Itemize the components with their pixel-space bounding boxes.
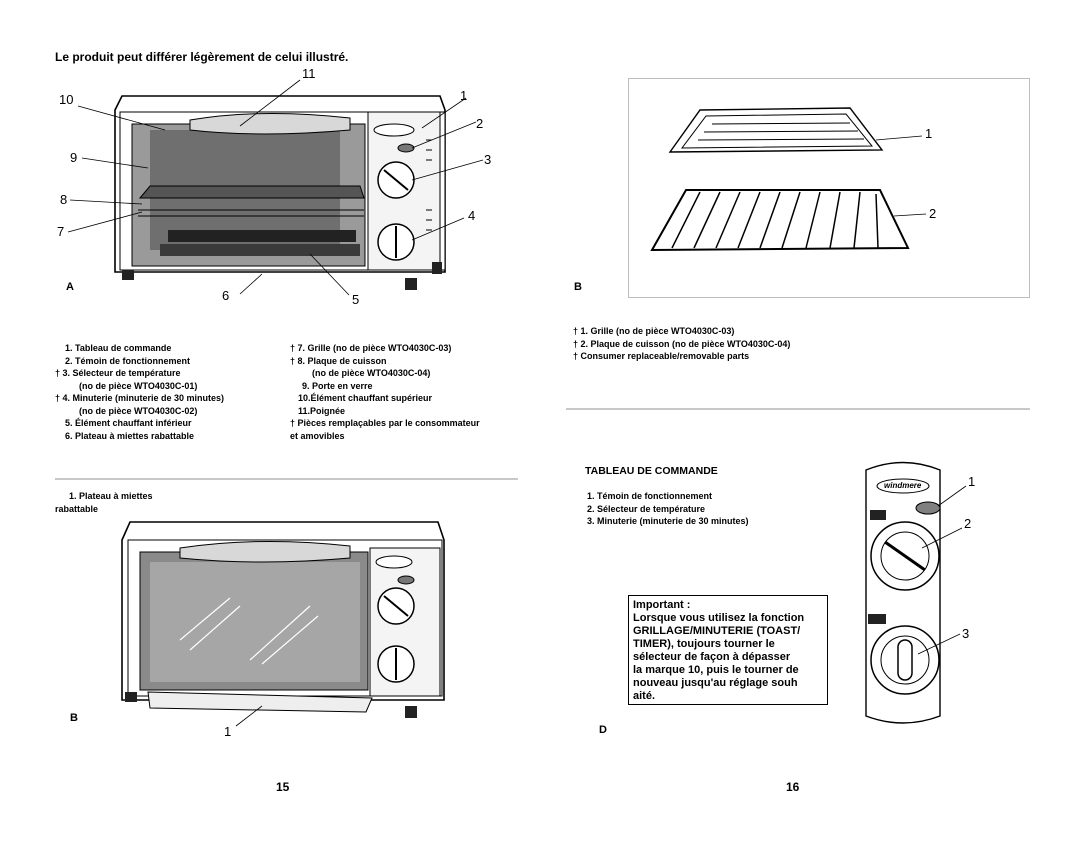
callout-1-indicator: 1 bbox=[968, 474, 976, 489]
list-item: † 1. Grille (no de pièce WTO4030C-03) bbox=[573, 326, 735, 336]
important-line: sélecteur de façon à dépasser bbox=[633, 651, 791, 663]
callout-1-crumb-tray: 1 bbox=[224, 724, 232, 739]
list-item: 10.Élément chauffant supérieur bbox=[298, 393, 433, 403]
list-item: † Consumer replaceable/removable parts bbox=[573, 351, 750, 361]
callout-5: 5 bbox=[352, 292, 360, 307]
list-item: 9. Porte en verre bbox=[302, 380, 373, 391]
figure-label-b-left: B bbox=[70, 712, 78, 724]
list-item: 1. Témoin de fonctionnement bbox=[587, 491, 713, 501]
callout-7: 7 bbox=[57, 224, 65, 239]
important-line: GRILLAGE/MINUTERIE (TOAST/ bbox=[633, 625, 801, 637]
callout-2-pan: 2 bbox=[929, 206, 937, 221]
list-item: † 3. Sélecteur de température bbox=[55, 368, 181, 378]
list-item: † 7. Grille (no de pièce WTO4030C-03) bbox=[290, 343, 452, 353]
parts-list-col1: 1. Tableau de commande 2. Témoin de fonc… bbox=[55, 342, 224, 442]
brand-logo: windmere bbox=[884, 481, 922, 490]
list-item: et amovibles bbox=[290, 430, 345, 441]
caption-line: 1. Plateau à miettes bbox=[69, 491, 153, 501]
important-line: TIMER), toujours tourner le bbox=[633, 638, 775, 650]
important-note-box: Important : Lorsque vous utilisez la fon… bbox=[628, 595, 828, 705]
callout-1-rack: 1 bbox=[925, 126, 933, 141]
list-item: (no de pièce WTO4030C-04) bbox=[312, 368, 431, 378]
important-line: aité. bbox=[633, 690, 656, 702]
parts-list-col2: † 7. Grille (no de pièce WTO4030C-03) † … bbox=[290, 342, 480, 442]
important-line: la marque 10, puis le tourner de bbox=[633, 664, 799, 676]
callout-3-timer: 3 bbox=[962, 626, 970, 641]
section-divider-left bbox=[55, 478, 518, 480]
figure-label-a: A bbox=[66, 281, 74, 293]
section-divider-right bbox=[566, 408, 1030, 410]
important-line: nouveau jusqu'au réglage souh bbox=[633, 677, 798, 689]
important-line: Lorsque vous utilisez la fonction bbox=[633, 612, 805, 624]
callout-2: 2 bbox=[476, 116, 484, 131]
callout-10: 10 bbox=[59, 92, 74, 107]
page-title: Le produit peut différer légèrement de c… bbox=[55, 50, 349, 64]
figure-b-frame bbox=[628, 78, 1030, 298]
callout-2-temp-selector: 2 bbox=[964, 516, 972, 531]
callout-8: 8 bbox=[60, 192, 68, 207]
list-item: 3. Minuterie (minuterie de 30 minutes) bbox=[587, 516, 749, 526]
list-item: 6. Plateau à miettes rabattable bbox=[65, 430, 195, 441]
figure-b-caption: 1. Plateau à miettes rabattable bbox=[55, 490, 153, 515]
callout-9: 9 bbox=[70, 150, 78, 165]
list-item: † 8. Plaque de cuisson bbox=[290, 355, 387, 366]
list-item: 5. Élément chauffant inférieur bbox=[65, 418, 192, 428]
control-panel-list: 1. Témoin de fonctionnement 2. Sélecteur… bbox=[587, 490, 749, 528]
list-item: 2. Sélecteur de température bbox=[587, 503, 706, 514]
parts-list-right: † 1. Grille (no de pièce WTO4030C-03) † … bbox=[573, 325, 790, 363]
list-item: 2. Témoin de fonctionnement bbox=[65, 355, 191, 366]
important-title: Important : bbox=[633, 599, 691, 611]
page-number-left: 15 bbox=[276, 780, 290, 794]
figure-label-d: D bbox=[599, 724, 607, 736]
page-number-right: 16 bbox=[786, 780, 800, 794]
callout-11: 11 bbox=[302, 66, 316, 81]
caption-line: rabattable bbox=[55, 503, 99, 514]
callout-3: 3 bbox=[484, 152, 492, 167]
list-item: 1. Tableau de commande bbox=[65, 343, 172, 353]
callout-1: 1 bbox=[460, 88, 468, 103]
list-item: (no de pièce WTO4030C-02) bbox=[79, 405, 198, 416]
list-item: † Pièces remplaçables par le consommateu… bbox=[290, 418, 480, 428]
list-item: 11.Poignée bbox=[298, 405, 346, 416]
callout-4: 4 bbox=[468, 208, 476, 223]
callout-6: 6 bbox=[222, 288, 230, 303]
list-item: (no de pièce WTO4030C-01) bbox=[79, 380, 198, 391]
control-panel-heading: TABLEAU DE COMMANDE bbox=[585, 465, 718, 477]
figure-label-b-right: B bbox=[574, 281, 582, 293]
list-item: † 2. Plaque de cuisson (no de pièce WTO4… bbox=[573, 338, 791, 349]
list-item: † 4. Minuterie (minuterie de 30 minutes) bbox=[55, 393, 225, 403]
